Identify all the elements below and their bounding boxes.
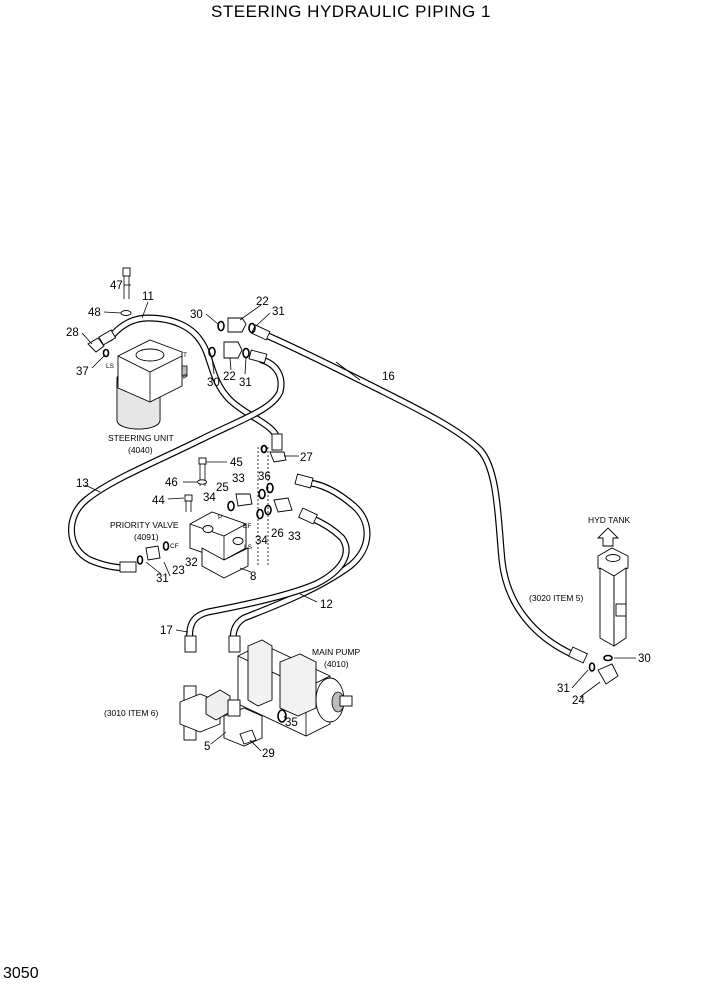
- callout-30-upper: 30: [190, 309, 203, 321]
- callout-23: 23: [172, 565, 185, 577]
- callout-32: 32: [185, 557, 198, 569]
- steering-unit-port-p: P: [183, 374, 187, 381]
- callout-25: 25: [216, 482, 229, 494]
- callout-44: 44: [152, 495, 165, 507]
- callout-16: 16: [382, 371, 395, 383]
- block-3010: (3010 ITEM 6): [104, 685, 263, 747]
- main-pump: MAIN PUMP (4010): [237, 639, 361, 737]
- hose-11: [106, 314, 282, 449]
- callout-22-upper: 22: [256, 296, 269, 308]
- priority-valve-code: (4091): [134, 532, 159, 542]
- hose-ferrules: [98, 324, 588, 664]
- callout-29: 29: [262, 748, 275, 760]
- steering-unit-code: (4040): [128, 445, 153, 455]
- callout-13: 13: [76, 478, 89, 490]
- steering-unit-port-t: T: [183, 352, 187, 359]
- callout-30-lower: 30: [207, 377, 220, 389]
- hose-17: [186, 512, 350, 648]
- fittings-priority-valve: [136, 444, 293, 566]
- callout-5: 5: [204, 741, 210, 753]
- callout-28: 28: [66, 327, 79, 339]
- callout-8: 8: [250, 571, 256, 583]
- fittings-upper: [208, 317, 256, 359]
- callout-34-right: 34: [255, 535, 268, 547]
- callout-46: 46: [165, 477, 178, 489]
- page-number: 3050: [3, 965, 39, 982]
- callout-26: 26: [271, 528, 284, 540]
- callout-48: 48: [88, 307, 101, 319]
- priority-valve-port-ef: EF: [243, 523, 251, 530]
- callout-22-lower: 22: [223, 371, 236, 383]
- callout-31-lower: 31: [239, 377, 252, 389]
- callout-27: 27: [300, 452, 313, 464]
- block-3010-ref: (3010 ITEM 6): [104, 708, 158, 718]
- callout-37: 37: [76, 366, 89, 378]
- main-pump-name: MAIN PUMP: [312, 647, 361, 657]
- callouts: 47 48 11 28 37 30 22 31 30 22 31 16 13 4…: [66, 280, 651, 760]
- leader-lines: [81, 284, 636, 752]
- main-pump-code: (4010): [324, 659, 349, 669]
- steering-unit-name: STEERING UNIT: [108, 433, 174, 443]
- callout-34-left: 34: [203, 492, 216, 504]
- callout-36: 36: [258, 471, 271, 483]
- callout-30-tank: 30: [638, 653, 651, 665]
- priority-valve-port-cf: CF: [170, 543, 179, 550]
- steering-unit: LS T P STEERING UNIT (4040): [87, 267, 188, 455]
- priority-valve: CF P EF LS PRIORITY VALVE (4091): [110, 457, 253, 579]
- hyd-tank: HYD TANK (3020 ITEM 5): [529, 515, 631, 685]
- callout-11: 11: [142, 291, 154, 303]
- callout-24: 24: [572, 695, 585, 707]
- priority-valve-port-p: P: [218, 514, 222, 521]
- callout-35: 35: [285, 717, 298, 729]
- hoses: [68, 314, 580, 660]
- callout-31-upper: 31: [272, 306, 285, 318]
- callout-33-right: 33: [288, 531, 301, 543]
- callout-17: 17: [160, 625, 173, 637]
- hose-13: [68, 356, 285, 572]
- callout-33-left: 33: [232, 473, 245, 485]
- callout-12: 12: [320, 599, 333, 611]
- page-title: STEERING HYDRAULIC PIPING 1: [211, 2, 491, 21]
- callout-45: 45: [230, 457, 243, 469]
- callout-31-tank: 31: [557, 683, 570, 695]
- callout-47: 47: [110, 280, 123, 292]
- callout-31-left: 31: [156, 573, 169, 585]
- priority-valve-name: PRIORITY VALVE: [110, 520, 179, 530]
- hyd-tank-ref: (3020 ITEM 5): [529, 593, 583, 603]
- steering-unit-port-ls: LS: [106, 363, 115, 370]
- hose-12: [229, 478, 371, 646]
- priority-valve-port-ls: LS: [244, 544, 253, 551]
- hose-16: [264, 332, 580, 660]
- hyd-tank-name: HYD TANK: [588, 515, 631, 525]
